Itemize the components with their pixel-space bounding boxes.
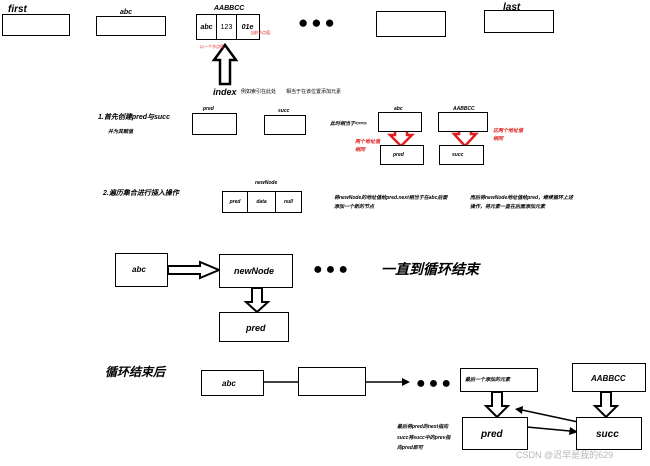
abc-to-newnode-arrow bbox=[167, 260, 222, 280]
index-note-2: 相当于在该位置添加元素 bbox=[286, 89, 342, 95]
step2-newnode-box: pred data null bbox=[222, 191, 302, 213]
loop-pred-label: pred bbox=[246, 323, 266, 333]
loop-ellipsis: ●●● bbox=[313, 261, 351, 278]
loop-newnode-label: newNode bbox=[234, 266, 275, 276]
step2-note-right: 而后将newNode地址值给pred，继续循环上述操作，将元素一直在后面添加元素 bbox=[470, 195, 574, 210]
after-pred-label: pred bbox=[481, 429, 503, 440]
step1-aabbcc-box bbox=[438, 112, 488, 132]
after-node-box bbox=[298, 367, 366, 396]
step1-pred-label: pred bbox=[203, 106, 214, 112]
index-label: index bbox=[213, 87, 237, 97]
loop-pred-box: pred bbox=[219, 312, 289, 342]
step1-right-note: 这两个地址值相同 bbox=[493, 128, 524, 142]
cell-pred: pred bbox=[223, 192, 248, 212]
after-aabbcc-box: AABBCC bbox=[572, 363, 646, 392]
abc-top-label: abc bbox=[120, 9, 133, 16]
step1-abc-label: abc bbox=[394, 106, 403, 112]
step1-pred-box bbox=[192, 113, 237, 135]
ellipsis-top: ●●● bbox=[298, 13, 338, 32]
first-node-box bbox=[2, 14, 70, 36]
step1-succ-box-label: succ bbox=[452, 152, 464, 158]
aabbcc-to-succ-arrow bbox=[592, 391, 620, 419]
aabbcc-top-label: AABBCC bbox=[214, 5, 245, 12]
cell-data: data bbox=[248, 192, 276, 212]
step1-succ-label: succ bbox=[278, 108, 290, 114]
loop-newnode-box: newNode bbox=[219, 254, 293, 288]
cell-abc: abc bbox=[197, 15, 217, 39]
equivalent-note: 此时相当于<==> bbox=[330, 121, 367, 127]
step1-title: 1.首先创建pred与succ bbox=[98, 114, 170, 121]
index-note: 例如索引在此处 bbox=[241, 89, 277, 95]
after-abc-label: abc bbox=[222, 379, 236, 388]
note-left-red: 以一个节点值 bbox=[200, 44, 224, 49]
first-label: first bbox=[8, 4, 27, 15]
last-added-box: 最后一个添加的元素 bbox=[460, 368, 538, 392]
newnode-to-pred-arrow bbox=[243, 287, 271, 314]
note-right-red: 当前节点值 bbox=[250, 30, 270, 35]
step2-note-mid: 将newNode的地址值给pred.next相当于在abc后面添加一个新的节点 bbox=[334, 195, 448, 210]
cell-01e: 01e bbox=[241, 23, 254, 31]
after-pred-box: pred bbox=[462, 417, 528, 450]
cell-null: null bbox=[284, 199, 293, 205]
cell-123: 123 bbox=[217, 15, 237, 39]
step1-subtitle: 并为其赋值 bbox=[108, 129, 134, 135]
after-succ-box: succ bbox=[576, 417, 642, 450]
node-box-4 bbox=[376, 11, 446, 37]
abc-top-box bbox=[96, 16, 166, 36]
after-aabbcc-label: AABBCC bbox=[591, 374, 626, 383]
until-end-text: 一直到循环结束 bbox=[381, 261, 479, 277]
step2-title: 2.遍历集合进行插入操作 bbox=[103, 190, 179, 197]
after-loop-title: 循环结束后 bbox=[105, 365, 166, 379]
step1-succ-box bbox=[264, 115, 306, 135]
after-abc-box: abc bbox=[201, 370, 264, 396]
step1-aabbcc-label: AABBCC bbox=[453, 106, 475, 112]
succ-to-pred-arrow bbox=[521, 409, 579, 423]
note-to-pred-arrow bbox=[483, 391, 511, 419]
after-succ-label: succ bbox=[596, 429, 619, 440]
step1-succ-box-2: succ bbox=[439, 145, 484, 165]
loop-abc-box: abc bbox=[115, 253, 168, 287]
index-up-arrow bbox=[211, 42, 239, 86]
after-bottom-note: 最后将pred的next指向succ将succ中的prev指向pred即可 bbox=[397, 424, 451, 451]
after-ellipsis: ●●● bbox=[416, 375, 454, 392]
last-label: last bbox=[503, 2, 521, 13]
loop-abc-label: abc bbox=[132, 265, 146, 274]
step2-newnode-label: newNode bbox=[255, 180, 278, 186]
last-node-box bbox=[484, 10, 554, 33]
watermark: CSDN @迟早是我的629 bbox=[516, 450, 614, 460]
last-added-note: 最后一个添加的元素 bbox=[465, 377, 511, 383]
step1-pred-box-label: pred bbox=[393, 152, 404, 158]
step1-abc-box bbox=[378, 112, 422, 132]
node-cells: abc 123 01e bbox=[196, 14, 260, 40]
step1-pred-box-2: pred bbox=[380, 145, 424, 165]
step1-left-note: 两个地址值相同 bbox=[355, 139, 381, 153]
